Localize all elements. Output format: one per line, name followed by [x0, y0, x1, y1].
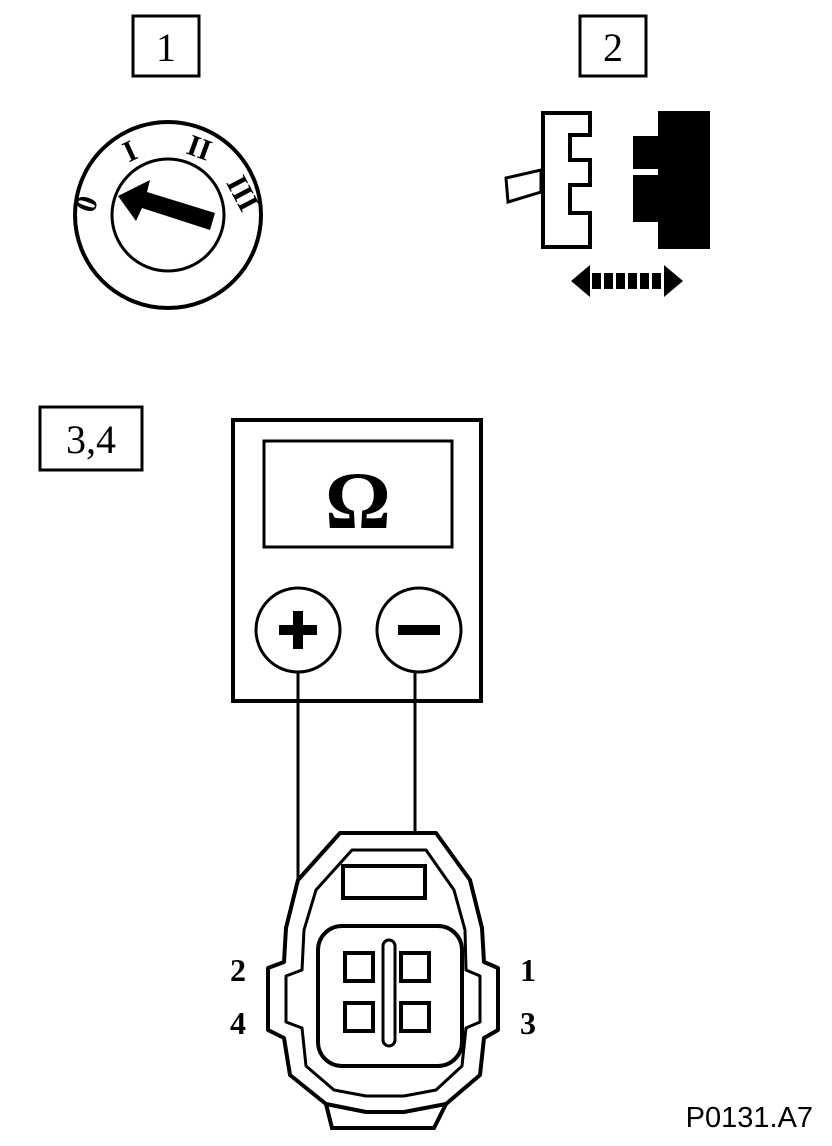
connector-pin-2: [343, 951, 375, 983]
step-2-text: 2: [603, 25, 623, 70]
pin-label-2: 2: [230, 952, 246, 988]
step-3-4-label: 3,4: [38, 405, 144, 472]
step-3-4-text: 3,4: [66, 417, 116, 462]
pin-label-4: 4: [230, 1005, 246, 1041]
step-1-text: 1: [156, 25, 176, 70]
ohmmeter-display: [262, 439, 454, 549]
pin-label-1: 1: [520, 952, 536, 988]
step-2-label: 2: [578, 14, 648, 78]
connector-pin-4: [343, 1001, 375, 1033]
ohmmeter: Ω: [231, 418, 483, 703]
step-1-label: 1: [131, 14, 201, 78]
connector-pin-1: [399, 951, 431, 983]
plus-terminal: [254, 586, 342, 674]
ignition-key-switch-icon: 0 I II III: [69, 120, 265, 310]
sensor-connector: [266, 831, 500, 1130]
connector-disconnect-icon: [504, 111, 710, 297]
minus-icon: [398, 625, 440, 635]
connector-pin-3: [399, 1001, 431, 1033]
figure-code: P0131.A7: [686, 1102, 813, 1134]
ohm-symbol: Ω: [325, 455, 391, 546]
double-arrow-icon: [571, 265, 683, 297]
pin-label-3: 3: [520, 1005, 536, 1041]
minus-terminal: [375, 586, 463, 674]
